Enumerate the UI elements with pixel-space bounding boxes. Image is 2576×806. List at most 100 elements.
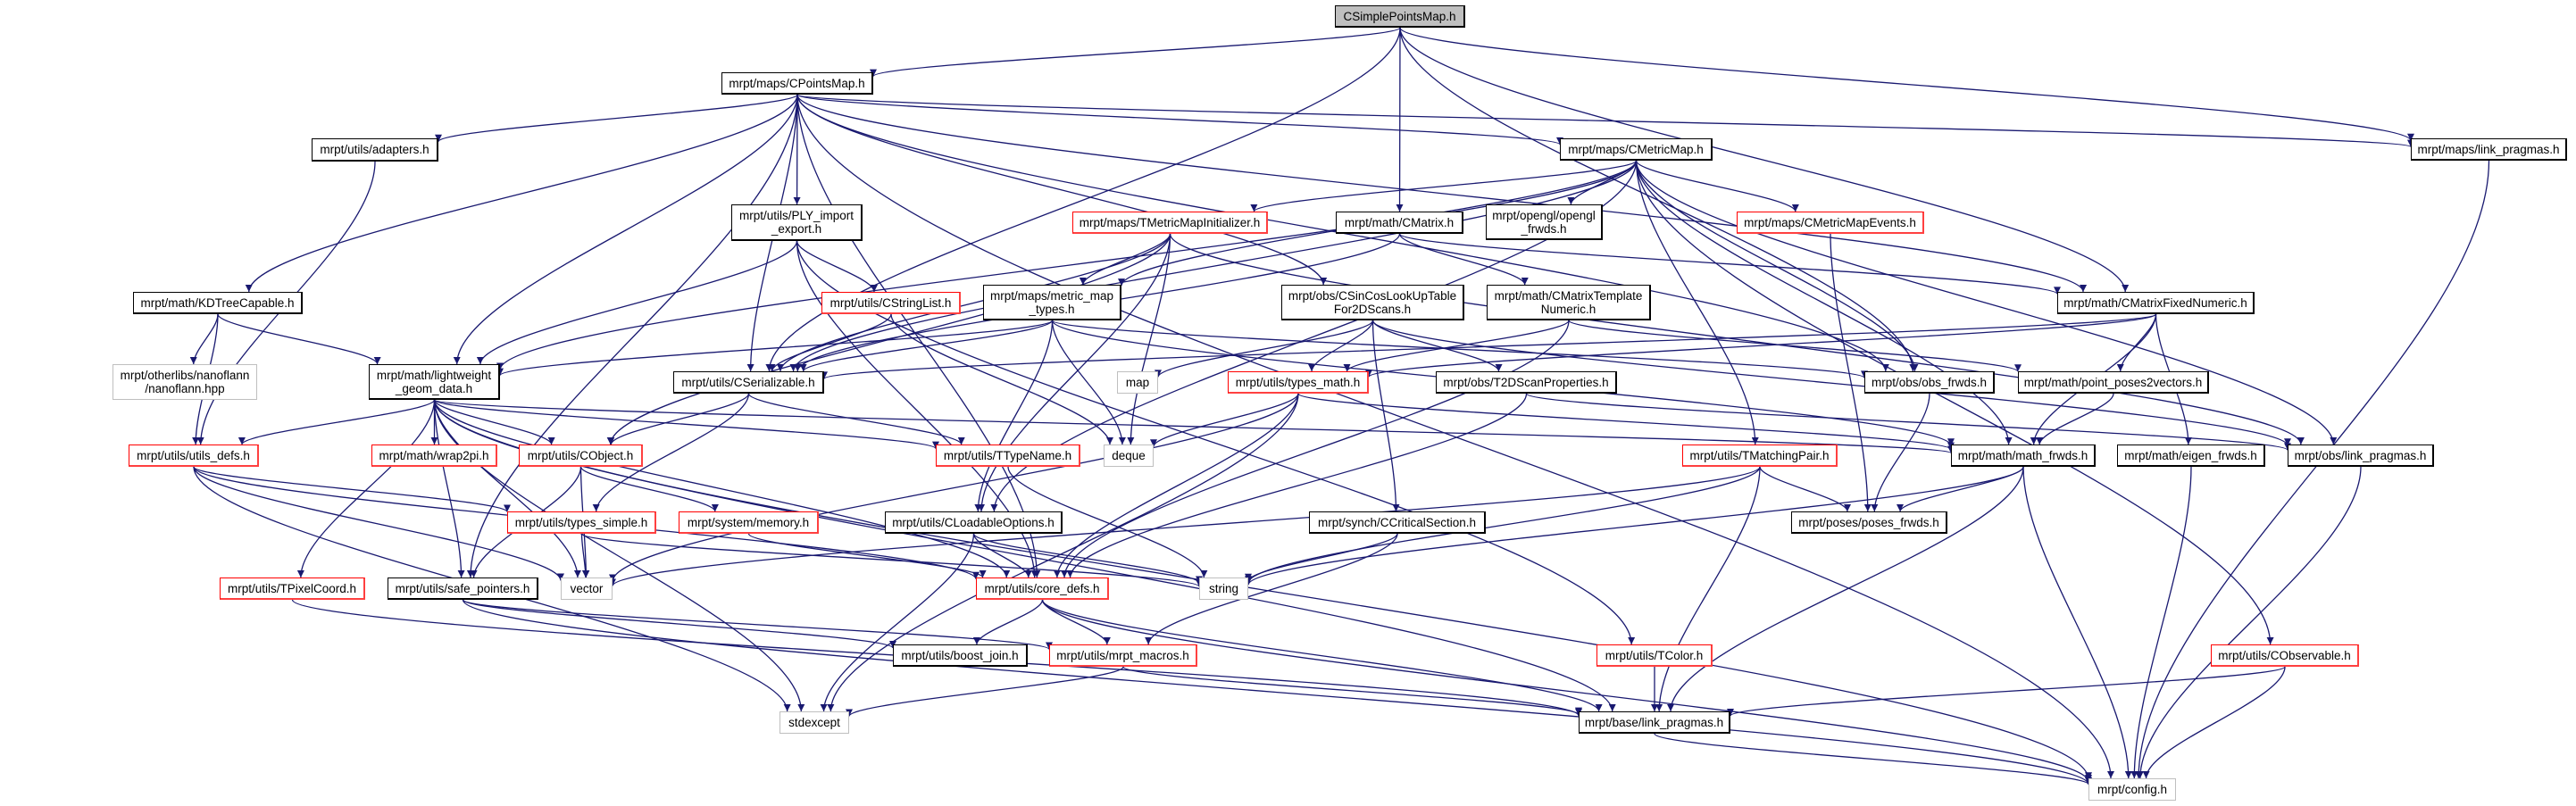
edge-CMatrixTemplate-to-types_math bbox=[1343, 320, 1570, 372]
node-nanoflann[interactable]: mrpt/otherlibs/nanoflann /nanoflann.hpp bbox=[113, 364, 257, 400]
edge-CSerializable-to-TTypeName bbox=[747, 393, 965, 445]
node-lightweight[interactable]: mrpt/math/lightweight _geom_data.h bbox=[369, 364, 500, 400]
node-eigen-frwds[interactable]: mrpt/math/eigen_frwds.h bbox=[2117, 445, 2265, 467]
node-core-defs[interactable]: mrpt/utils/core_defs.h bbox=[976, 577, 1109, 600]
edge-CSimplePointsMap-to-maps_link bbox=[1399, 27, 2414, 142]
edge-CMetricMap-to-obs_frwds bbox=[1635, 160, 1919, 372]
node-ply[interactable]: mrpt/utils/PLY_import _export.h bbox=[731, 204, 863, 241]
edge-core_defs-to-base_link bbox=[1041, 599, 1603, 712]
node-math-frwds[interactable]: mrpt/math/math_frwds.h bbox=[1951, 445, 2096, 467]
edge-core_defs-to-config bbox=[1041, 599, 2092, 783]
node-utils-defs[interactable]: mrpt/utils/utils_defs.h bbox=[129, 445, 259, 467]
edge-lightweight-to-config bbox=[433, 399, 2092, 780]
edge-CMatrixFixed-to-types_math bbox=[1365, 313, 2157, 378]
node-poses-frwds[interactable]: mrpt/poses/poses_frwds.h bbox=[1791, 511, 1947, 534]
edge-types_simple-to-string bbox=[580, 533, 1203, 587]
node-memory[interactable]: mrpt/system/memory.h bbox=[679, 511, 819, 534]
node-tmetric-map-init[interactable]: mrpt/maps/TMetricMapInitializer.h bbox=[1072, 212, 1268, 234]
node-t2dscan[interactable]: mrpt/obs/T2DScanProperties.h bbox=[1436, 371, 1617, 394]
edge-types_math-to-math_frwds bbox=[1297, 393, 1955, 451]
edge-metric_map_types-to-deque bbox=[1051, 320, 1126, 445]
edge-obs_frwds-to-poses_frwds bbox=[1871, 393, 1930, 512]
edge-metric_map_types-to-CSerializable bbox=[799, 320, 1054, 372]
node-obs-link[interactable]: mrpt/obs/link_pragmas.h bbox=[2288, 445, 2434, 467]
edge-memory-to-core_defs bbox=[747, 533, 987, 578]
edge-eigen_frwds-to-config bbox=[2130, 466, 2192, 779]
node-cmatrix-template[interactable]: mrpt/math/CMatrixTemplate Numeric.h bbox=[1487, 285, 1651, 320]
node-string[interactable]: string bbox=[1199, 577, 1248, 600]
edge-CSinCos-to-types_math bbox=[1308, 320, 1374, 372]
node-cobservable[interactable]: mrpt/utils/CObservable.h bbox=[2211, 644, 2359, 667]
edge-CSinCos-to-CCriticalSection bbox=[1371, 320, 1400, 512]
node-cmatrix[interactable]: mrpt/math/CMatrix.h bbox=[1336, 212, 1463, 234]
node-wrap2pi[interactable]: mrpt/math/wrap2pi.h bbox=[371, 445, 497, 467]
node-csin-cos[interactable]: mrpt/obs/CSinCosLookUpTable For2DScans.h bbox=[1281, 285, 1464, 320]
node-cmetric-map[interactable]: mrpt/maps/CMetricMap.h bbox=[1560, 138, 1713, 161]
edge-math_frwds-to-string bbox=[1245, 466, 2024, 586]
node-cpoints-map[interactable]: mrpt/maps/CPointsMap.h bbox=[721, 72, 873, 95]
edge-CLoadableOptions-to-stdexcept bbox=[820, 533, 975, 712]
node-ccritical-section[interactable]: mrpt/synch/CCriticalSection.h bbox=[1309, 511, 1486, 534]
node-deque[interactable]: deque bbox=[1104, 445, 1154, 467]
edge-CSinCos-to-map bbox=[1155, 320, 1374, 378]
node-ttype-name[interactable]: mrpt/utils/TTypeName.h bbox=[936, 445, 1080, 467]
edge-T2DScan-to-obs_link bbox=[1525, 393, 2291, 451]
edge-CMetricMap-to-opengl_frwds bbox=[1567, 160, 1638, 205]
node-cmatrix-fixed[interactable]: mrpt/math/CMatrixFixedNumeric.h bbox=[2057, 292, 2255, 314]
edge-CMatrixTemplate-to-point_poses bbox=[1568, 320, 2022, 372]
edge-CMetricMap-to-CMetricMapEvents bbox=[1635, 160, 1799, 212]
edge-CMetricMap-to-TMatchingPair bbox=[1635, 160, 1759, 445]
node-cserializable[interactable]: mrpt/utils/CSerializable.h bbox=[673, 371, 824, 394]
node-cstring-list[interactable]: mrpt/utils/CStringList.h bbox=[821, 292, 961, 314]
edge-metric_map_types-to-lightweight bbox=[496, 320, 1054, 377]
edge-CMetricMap-to-CSerializable bbox=[789, 160, 1638, 372]
edge-core_defs-to-mrpt_macros bbox=[1041, 599, 1111, 645]
edge-lightweight-to-utils_defs bbox=[238, 399, 436, 445]
edge-CSimplePointsMap-to-CMatrixFixed bbox=[1399, 27, 2130, 293]
edge-mrpt_macros-to-stdexcept bbox=[846, 666, 1124, 718]
edge-CMetricMap-to-CObservable bbox=[1635, 160, 2274, 645]
node-adapters[interactable]: mrpt/utils/adapters.h bbox=[312, 138, 438, 162]
edge-CMetricMap-to-TMetricMapInit bbox=[1250, 160, 1638, 212]
edge-CMetricMap-to-lightweight bbox=[496, 160, 1638, 370]
node-types-math[interactable]: mrpt/utils/types_math.h bbox=[1228, 371, 1369, 394]
node-boost-join[interactable]: mrpt/utils/boost_join.h bbox=[893, 644, 1028, 667]
edge-types_simple-to-vector bbox=[580, 533, 589, 578]
edge-CSinCos-to-obs_link bbox=[1371, 320, 2291, 446]
edge-T2DScan-to-core_defs bbox=[1066, 393, 1528, 578]
node-config[interactable]: mrpt/config.h bbox=[2088, 778, 2176, 801]
edge-CSimplePointsMap-to-CPointsMap bbox=[870, 27, 1401, 78]
node-safe-pointers[interactable]: mrpt/utils/safe_pointers.h bbox=[388, 577, 538, 600]
edge-CMatrix-to-CMatrixTemplate bbox=[1398, 233, 1529, 286]
node-cmetric-map-events[interactable]: mrpt/maps/CMetricMapEvents.h bbox=[1737, 212, 1924, 234]
edge-math_frwds-to-config bbox=[2022, 466, 2132, 779]
edge-CSimplePointsMap-to-obs_frwds bbox=[1399, 27, 1917, 372]
node-mrpt-macros[interactable]: mrpt/utils/mrpt_macros.h bbox=[1049, 644, 1197, 667]
node-tcolor[interactable]: mrpt/utils/TColor.h bbox=[1596, 644, 1713, 667]
node-cloadable-options[interactable]: mrpt/utils/CLoadableOptions.h bbox=[885, 511, 1063, 534]
edge-CObject-to-memory bbox=[579, 466, 719, 512]
node-cobject[interactable]: mrpt/utils/CObject.h bbox=[519, 445, 643, 467]
node-metric-map-types[interactable]: mrpt/maps/metric_map _types.h bbox=[983, 285, 1121, 320]
edge-lightweight-to-TTypeName bbox=[433, 399, 939, 450]
node-obs-frwds[interactable]: mrpt/obs/obs_frwds.h bbox=[1864, 371, 1995, 394]
node-vector[interactable]: vector bbox=[561, 577, 613, 600]
edge-CPointsMap-to-config bbox=[796, 94, 2114, 779]
node-stdexcept[interactable]: stdexcept bbox=[779, 711, 849, 734]
edge-CCriticalSection-to-mrpt_macros bbox=[1145, 533, 1398, 645]
node-tmatching-pair[interactable]: mrpt/utils/TMatchingPair.h bbox=[1682, 445, 1838, 467]
node-maps-link[interactable]: mrpt/maps/link_pragmas.h bbox=[2411, 138, 2567, 161]
edge-CLoadableOptions-to-string bbox=[972, 533, 1203, 585]
node-kdtree[interactable]: mrpt/math/KDTreeCapable.h bbox=[133, 292, 303, 314]
edge-types_math-to-deque bbox=[1150, 393, 1299, 447]
node-map[interactable]: map bbox=[1117, 371, 1158, 394]
node-point-poses[interactable]: mrpt/math/point_poses2vectors.h bbox=[2018, 371, 2209, 394]
node-tpixel-coord[interactable]: mrpt/utils/TPixelCoord.h bbox=[220, 577, 365, 600]
node-types-simple[interactable]: mrpt/utils/types_simple.h bbox=[507, 511, 656, 534]
node-opengl-frwds[interactable]: mrpt/opengl/opengl _frwds.h bbox=[1486, 204, 1603, 240]
node-base-link[interactable]: mrpt/base/link_pragmas.h bbox=[1579, 711, 1730, 734]
node-csimple-points-map[interactable]: CSimplePointsMap.h bbox=[1335, 5, 1465, 28]
edge-TMetricMapInit-to-metric_map_types bbox=[1079, 233, 1171, 286]
